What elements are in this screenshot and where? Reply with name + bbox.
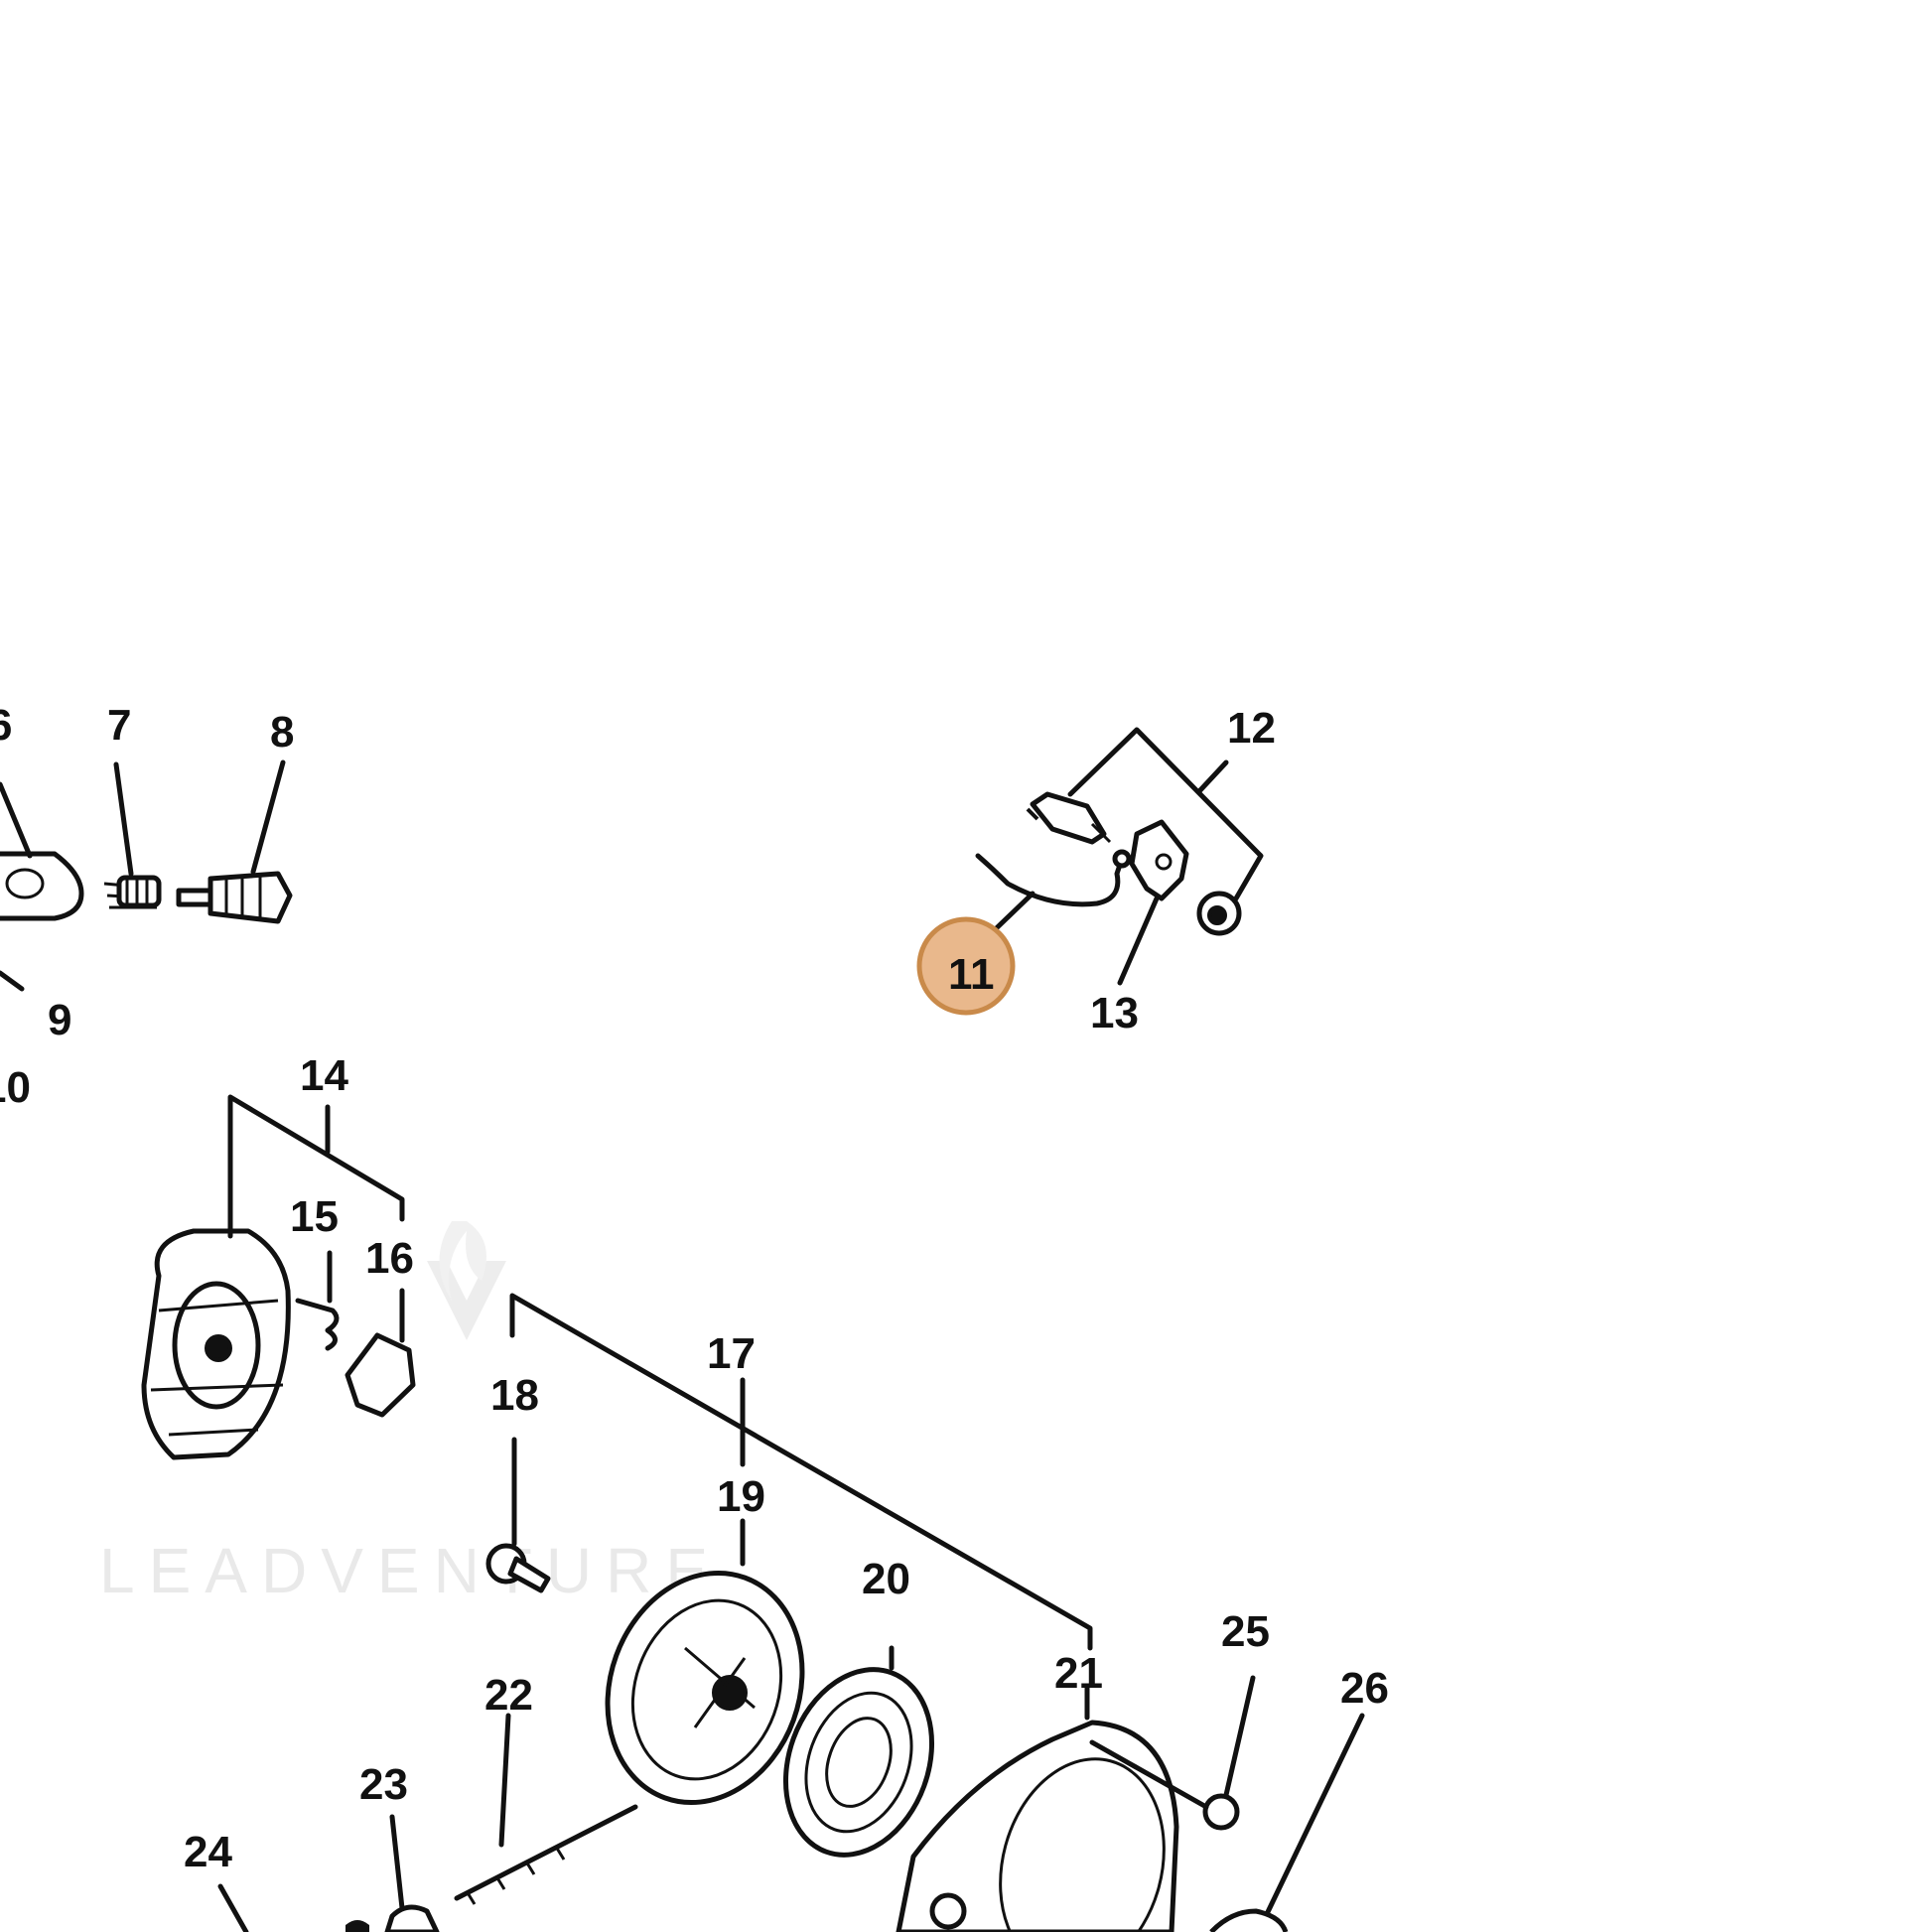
part-13-bracket [1129,819,1189,901]
part-14-clutch [141,1228,291,1460]
callout-17: 17 [707,1329,756,1378]
part-22-rope [454,1804,638,1905]
callout-20: 20 [862,1555,910,1603]
callout-14: 14 [300,1051,348,1100]
callout-10: 10 [0,1063,31,1112]
part-12-grommet [1196,891,1242,936]
part-15-spring [295,1298,340,1351]
callout-22: 22 [484,1671,533,1720]
callout-13: 13 [1090,989,1139,1037]
callout-8: 8 [270,708,294,757]
callout-6: 6 [0,701,12,750]
callout-11-highlight[interactable]: 11 [916,916,1016,1016]
part-24-partial [345,1920,369,1932]
watermark-logo [427,1221,506,1340]
part-19-pulley [605,1570,805,1806]
callout-12: 12 [1227,704,1276,753]
part-25-screw [1089,1739,1240,1831]
part-7-spring [103,875,162,909]
part-6-cylinder [0,851,84,921]
watermark-text: LEADVENTURE [99,1535,722,1606]
callout-15: 15 [290,1192,339,1241]
part-11-wire [975,849,1132,907]
callout-11: 11 [948,950,995,999]
callout-21: 21 [1054,1649,1103,1698]
callout-26: 26 [1340,1664,1389,1713]
part-20-spring [782,1667,935,1858]
callout-25: 25 [1221,1607,1270,1656]
part-18-bolt [485,1543,551,1593]
callout-23: 23 [359,1760,408,1809]
callout-24: 24 [184,1828,232,1876]
part-16-shoe [345,1332,416,1418]
callout-9: 9 [48,996,71,1044]
part-26-seal [1209,1908,1289,1932]
part-21-housing [896,1720,1179,1932]
part-8-valve [176,871,293,924]
part-12-sensor [1026,791,1112,845]
callout-16: 16 [365,1234,414,1283]
callout-7: 7 [107,701,131,750]
callout-18: 18 [490,1371,539,1420]
callout-19: 19 [717,1472,765,1521]
part-23-handle [384,1904,440,1932]
